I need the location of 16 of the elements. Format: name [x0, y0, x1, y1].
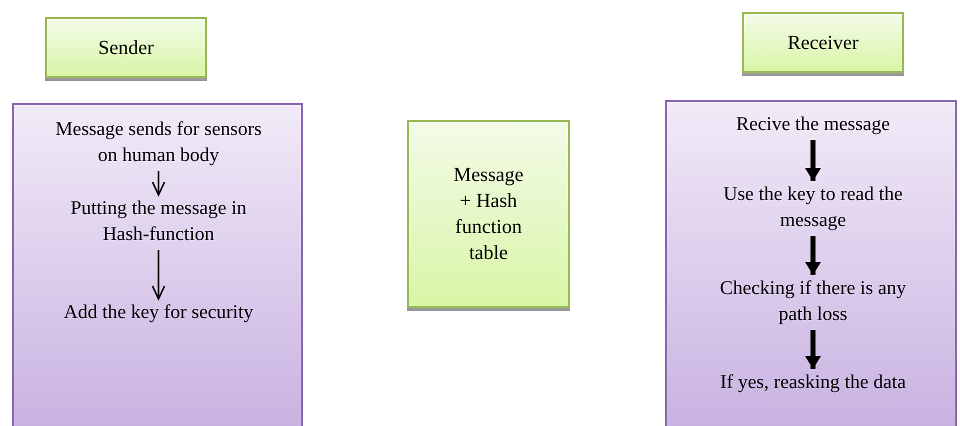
step-text: Use the key to read the message [708, 182, 918, 234]
step-text: Add the key for security [46, 300, 271, 326]
step-text: If yes, reasking the data [690, 370, 936, 396]
step-text: Checking if there is any path loss [708, 276, 918, 328]
arrow [152, 171, 166, 196]
step-text: Putting the message in Hash-function [46, 196, 271, 248]
arrow [152, 250, 166, 300]
process-panel [12, 103, 303, 426]
step-text: Message sends for sensors on human body [46, 117, 271, 169]
process-panel [665, 100, 957, 426]
arrow [805, 140, 821, 181]
arrow [805, 236, 821, 275]
message-box: Message + Hash function table [407, 120, 570, 308]
label-box: Sender [45, 17, 207, 78]
label-box: Receiver [742, 12, 904, 73]
step-text: Recive the message [708, 112, 918, 138]
